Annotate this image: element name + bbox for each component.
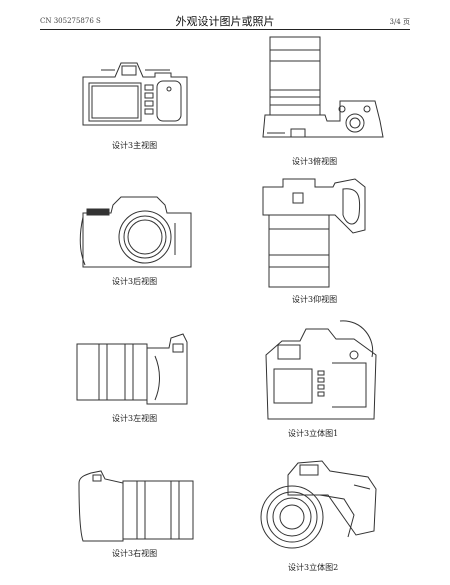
header-divider xyxy=(40,29,410,30)
figure-perspective-view-2 xyxy=(258,455,383,560)
figure-perspective-view-1 xyxy=(258,315,383,425)
page-header: CN 305275876 S 外观设计图片或照片 3/4 页 xyxy=(40,12,410,30)
camera-top-view-drawing xyxy=(255,35,390,155)
camera-right-view-drawing xyxy=(75,465,195,545)
camera-left-view-drawing xyxy=(75,330,195,410)
caption-right-view: 设计3右视图 xyxy=(112,549,158,558)
camera-bottom-view-drawing xyxy=(255,175,375,290)
figure-rear-view xyxy=(77,195,197,275)
caption-top-view: 设计3俯视图 xyxy=(292,157,338,166)
figure-left-view xyxy=(75,330,195,410)
figure-top-view xyxy=(255,35,390,155)
figure-right-view xyxy=(75,465,195,545)
figure-bottom-view xyxy=(255,175,375,290)
camera-perspective-1-drawing xyxy=(258,315,383,425)
caption-perspective-view-1: 设计3立体图1 xyxy=(288,429,339,438)
page-title: 外观设计图片或照片 xyxy=(175,15,275,28)
camera-rear-view-drawing xyxy=(77,195,197,275)
caption-bottom-view: 设计3仰视图 xyxy=(292,295,338,304)
page-number: 3/4 页 xyxy=(389,18,411,26)
caption-perspective-view-2: 设计3立体图2 xyxy=(288,563,339,572)
camera-perspective-2-drawing xyxy=(258,455,383,560)
figure-front-view xyxy=(75,55,195,135)
caption-front-view: 设计3主视图 xyxy=(112,141,158,150)
caption-rear-view: 设计3后视图 xyxy=(112,277,158,286)
publication-number: CN 305275876 S xyxy=(40,17,101,25)
camera-front-view-drawing xyxy=(75,55,195,135)
caption-left-view: 设计3左视图 xyxy=(112,414,158,423)
